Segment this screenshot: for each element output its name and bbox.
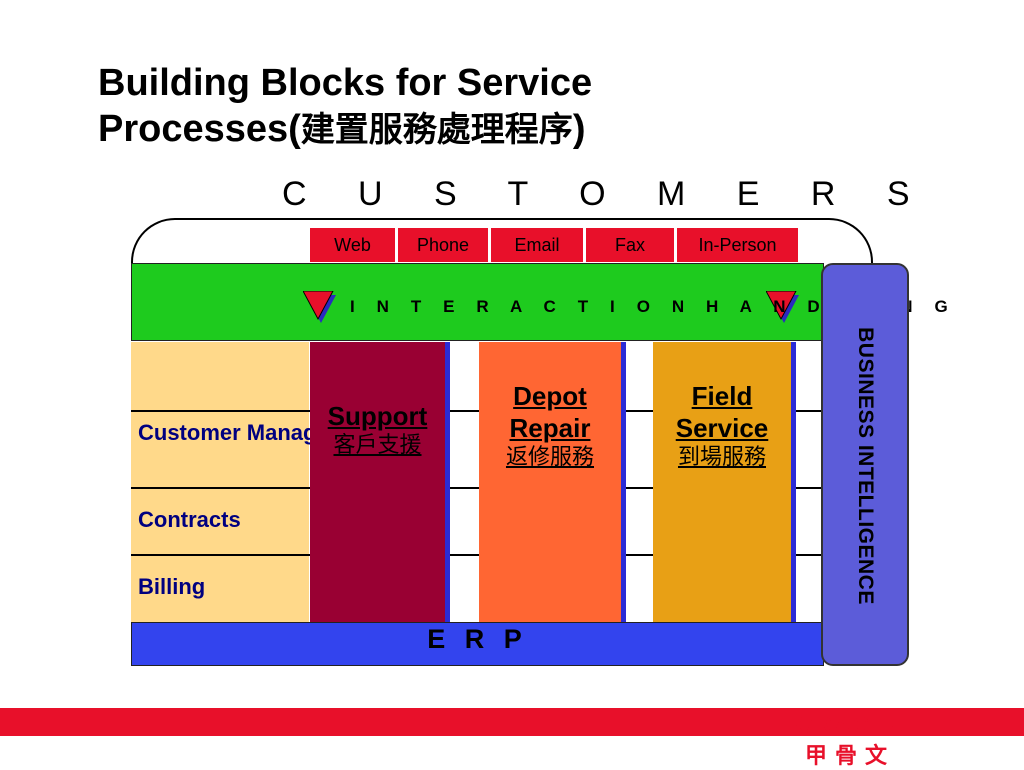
field-cn: 到場服務	[677, 445, 766, 470]
left-column	[131, 342, 309, 622]
title-line-1: Building Blocks for Service	[98, 62, 593, 104]
business-intelligence-label: BUSINESS INTELLIGENCE	[854, 327, 877, 605]
channel-web: Web	[310, 226, 395, 262]
field-shadow	[791, 342, 796, 622]
field-service-block: Field Service 到場服務	[653, 342, 791, 622]
depot-shadow	[621, 342, 626, 622]
channel-in-person: In-Person	[677, 226, 798, 262]
channel-email-label: Email	[514, 235, 560, 255]
page-title: Building Blocks for Service Processes(建置…	[98, 60, 858, 153]
oracle-logo: ORACLE	[795, 712, 905, 738]
interaction-handling-band	[131, 263, 824, 341]
title-line-2-cn: 建置服務處理程序	[300, 110, 573, 150]
depot-title-2: Repair	[509, 413, 591, 443]
support-title: Support	[327, 401, 428, 431]
triangle-left-icon	[303, 291, 336, 323]
erp-band	[131, 622, 824, 666]
support-shadow	[445, 342, 450, 622]
business-intelligence-panel	[821, 263, 909, 666]
field-title-1: Field	[691, 381, 753, 411]
support-cn: 客戶支援	[333, 433, 422, 458]
depot-cn: 返修服務	[505, 445, 594, 470]
channel-phone-label: Phone	[416, 235, 470, 255]
title-line-2-end: )	[572, 108, 586, 150]
channel-fax-label: Fax	[614, 235, 645, 255]
footer-bar	[0, 708, 1024, 736]
channel-web-label: Web	[334, 235, 371, 255]
row-contracts: Contracts	[138, 507, 241, 532]
support-block: Support 客戶支援	[310, 342, 445, 622]
channel-phone: Phone	[398, 226, 488, 262]
title-line-2: Processes(建置服務處理程序)	[98, 106, 858, 153]
customers-label: C U S T O M E R S	[282, 175, 931, 213]
channel-in-person-label: In-Person	[698, 235, 777, 255]
depot-title-1: Depot	[513, 381, 587, 411]
depot-repair-block: Depot Repair 返修服務	[479, 342, 621, 622]
row-divider	[131, 487, 821, 489]
interaction-handling-label: I N T E R A C T I O N H A N D L I N G	[350, 297, 957, 316]
oracle-logo-cn: 甲骨文	[804, 743, 895, 768]
triangle-right-icon	[766, 291, 799, 323]
title-line-2-en: Processes(	[98, 108, 301, 150]
row-divider	[131, 410, 821, 412]
row-divider	[131, 554, 821, 556]
channel-fax: Fax	[586, 226, 674, 262]
erp-label: E R P	[427, 624, 528, 654]
channel-email: Email	[491, 226, 583, 262]
row-billing: Billing	[138, 574, 206, 599]
field-title-2: Service	[675, 413, 769, 443]
